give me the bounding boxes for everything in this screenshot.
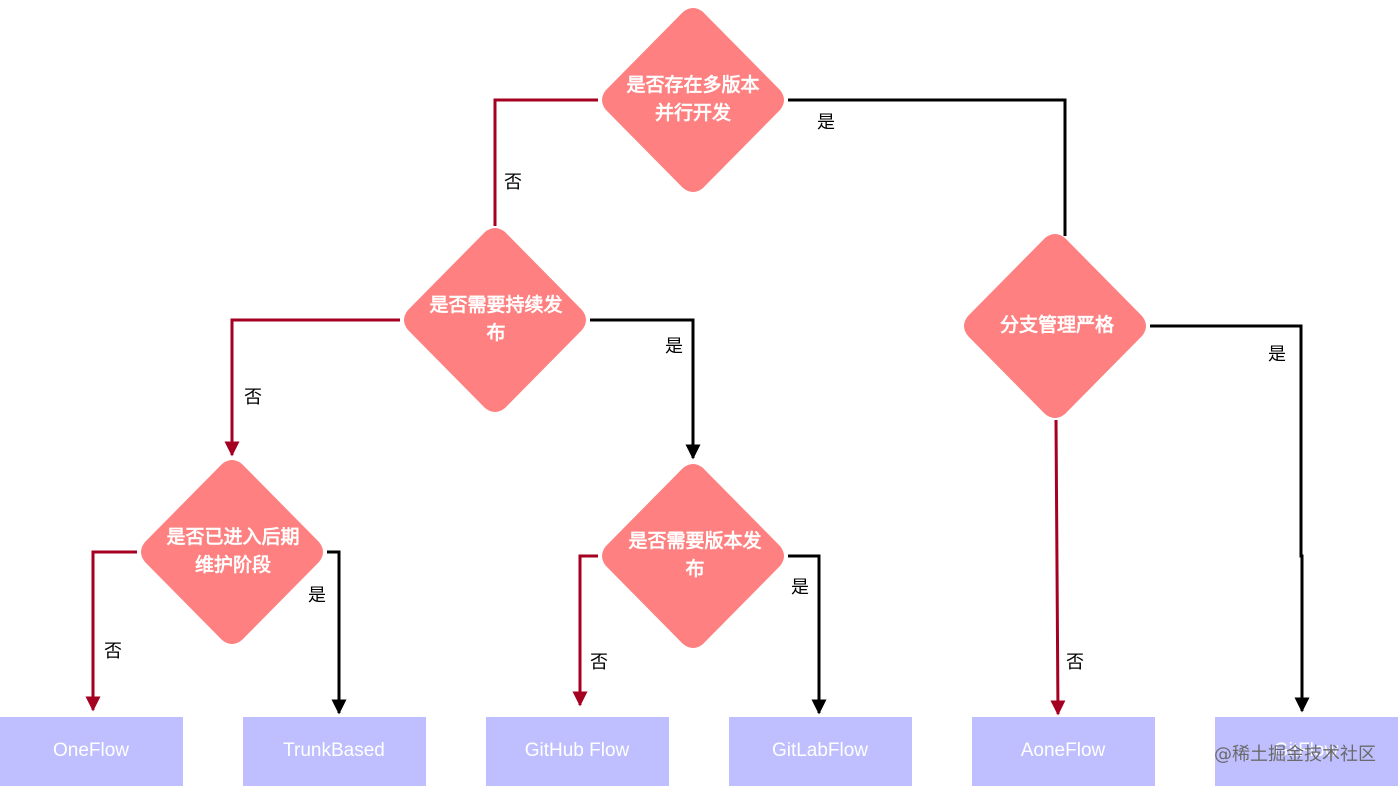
- edge-continuous-yes: [590, 318, 701, 460]
- edge-multi-version-yes: [788, 98, 1067, 236]
- edge-version-yes: [788, 554, 827, 715]
- decision-version-release-line1: 是否需要版本发: [628, 529, 762, 552]
- label-multi-version-no: 否: [504, 172, 522, 193]
- edge-multi-version-no: [493, 98, 598, 226]
- outcome-githubflow-label: GitHub Flow: [525, 740, 630, 761]
- decision-version-release: [602, 464, 784, 648]
- watermark: @稀土掘金技术社区: [1214, 744, 1376, 765]
- label-version-no: 否: [590, 652, 608, 673]
- edge-strict-no: [1050, 419, 1066, 716]
- outcome-aoneflow-box: [972, 717, 1155, 786]
- decision-maintenance-line2: 维护阶段: [195, 553, 272, 576]
- outcome-oneflow-box: [0, 717, 183, 786]
- label-continuous-no: 否: [244, 387, 262, 408]
- outcome-aoneflow-label: AoneFlow: [1021, 740, 1106, 761]
- decision-continuous-release-line1: 是否需要持续发: [429, 293, 563, 316]
- outcome-trunkbased-box: [243, 717, 426, 786]
- decision-maintenance-line1: 是否已进入后期: [166, 526, 299, 548]
- edge-maintenance-yes: [327, 550, 347, 715]
- decision-version-release-line2: 布: [685, 557, 704, 580]
- outcome-gitlabflow-box: [729, 717, 912, 786]
- label-strict-no: 否: [1066, 652, 1084, 673]
- outcome-oneflow-label: OneFlow: [53, 740, 129, 761]
- edge-maintenance-no: [85, 550, 137, 712]
- outcome-gitflow-label: GitFlow: [1274, 740, 1339, 761]
- decision-multi-version: [602, 8, 784, 192]
- edge-continuous-no: [224, 318, 400, 457]
- edge-strict-yes: [1150, 324, 1310, 713]
- decision-continuous-release-line2: 布: [486, 321, 505, 344]
- decision-continuous-release: [404, 228, 586, 412]
- label-multi-version-yes: 是: [817, 112, 835, 133]
- outcome-githubflow-box: [486, 717, 669, 786]
- edge-version-no: [572, 554, 598, 707]
- outcome-gitlabflow-label: GitLabFlow: [772, 740, 868, 761]
- decision-maintenance: [141, 460, 323, 644]
- label-version-yes: 是: [791, 577, 809, 598]
- decision-strict-branch-line1: 分支管理严格: [1000, 313, 1115, 336]
- decision-multi-version-line2: 并行开发: [655, 101, 732, 124]
- outcome-trunkbased-label: TrunkBased: [283, 740, 385, 761]
- decision-multi-version-line1: 是否存在多版本: [626, 73, 759, 96]
- decision-strict-branch: [964, 234, 1146, 418]
- label-maintenance-yes: 是: [308, 585, 326, 606]
- outcome-gitflow-box: [1215, 717, 1398, 786]
- label-continuous-yes: 是: [665, 336, 683, 357]
- label-maintenance-no: 否: [104, 641, 122, 662]
- label-strict-yes: 是: [1268, 344, 1286, 365]
